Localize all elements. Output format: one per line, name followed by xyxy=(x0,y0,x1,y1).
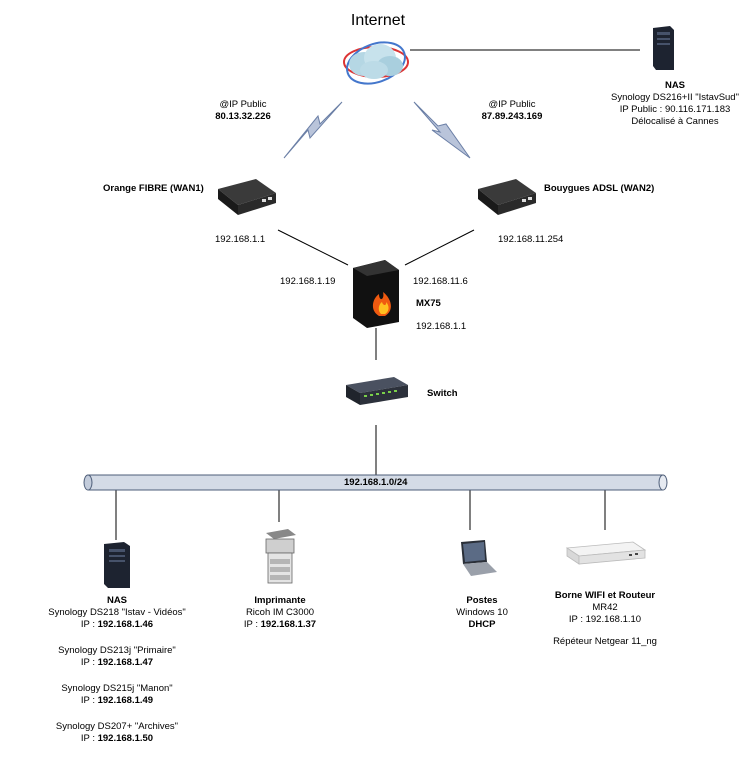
printer-icon xyxy=(265,529,296,584)
printer-ip: 192.168.1.37 xyxy=(260,619,317,630)
nas-entry-ip: 192.168.1.46 xyxy=(97,619,154,630)
firewall-name: MX75 xyxy=(416,298,441,309)
nas-entry-ip-line: IP : 192.168.1.49 xyxy=(48,695,186,707)
wan1-public-ip-info: @IP Public 80.13.32.226 xyxy=(215,99,270,123)
workstations-info: Postes Windows 10 DHCP xyxy=(456,595,508,631)
wan2-modem-icon xyxy=(478,179,536,215)
bus-label: 192.168.1.0/24 xyxy=(344,477,408,488)
internet-label: Internet xyxy=(350,12,406,29)
remote-nas-info: NAS Synology DS216+II "IstavSud" IP Publ… xyxy=(611,80,739,128)
wan1-modem-icon xyxy=(218,179,276,215)
wan2-lan-ip: 192.168.11.254 xyxy=(498,234,564,245)
wifi-repeater: Répéteur Netgear 11_ng xyxy=(553,636,657,647)
nas-entry-ip-prefix: IP : xyxy=(80,733,98,744)
switch-icon xyxy=(346,377,408,405)
wan1-lan-ip: 192.168.1.1 xyxy=(215,234,266,245)
nas-entry-ip-line: IP : 192.168.1.50 xyxy=(48,733,186,745)
nas-entry-ip: 192.168.1.47 xyxy=(97,657,154,668)
nas-entry-ip-prefix: IP : xyxy=(80,619,98,630)
wan2-mx-side-ip: 192.168.11.6 xyxy=(413,276,468,287)
firewall-icon xyxy=(353,260,399,328)
wan1-firewall-link xyxy=(277,229,349,266)
remote-nas-model: Synology DS216+II "IstavSud" xyxy=(611,92,739,103)
printer-info: Imprimante Ricoh IM C3000 IP : 192.168.1… xyxy=(244,595,316,631)
workstations-mode: DHCP xyxy=(468,619,496,630)
wan2-firewall-link xyxy=(404,229,475,266)
remote-nas-title: NAS xyxy=(664,80,686,91)
remote-nas-server-icon xyxy=(653,26,674,70)
wan1-public-label: @IP Public xyxy=(219,99,267,110)
wan2-name: Bouygues ADSL (WAN2) xyxy=(544,183,655,194)
wifi-model: MR42 xyxy=(592,602,618,613)
nas-entry-ip-line: IP : 192.168.1.46 xyxy=(48,619,186,631)
printer-ip-line: IP : 192.168.1.37 xyxy=(244,619,316,631)
nas-entry-ip-prefix: IP : xyxy=(80,695,98,706)
nas-entry-model: Synology DS213j "Primaire" xyxy=(58,645,176,656)
nas-entry-model: Synology DS218 "Istav - Vidéos" xyxy=(48,607,186,618)
local-nas-server-icon xyxy=(104,542,130,588)
nas-entry-model: Synology DS215j "Manon" xyxy=(61,683,173,694)
wan2-public-ip: 87.89.243.169 xyxy=(481,111,543,122)
nas-entry-model: Synology DS207+ "Archives" xyxy=(55,721,179,732)
workstations-title: Postes xyxy=(466,595,498,606)
nas-entry-ip-prefix: IP : xyxy=(80,657,98,668)
wan1-lightning-icon xyxy=(283,101,343,159)
remote-nas-location: Délocalisé à Cannes xyxy=(631,116,719,127)
local-nas-title: NAS xyxy=(106,595,128,606)
nas-entry-ip: 192.168.1.49 xyxy=(97,695,154,706)
internet-cloud-icon xyxy=(343,41,409,85)
wan1-mx-side-ip: 192.168.1.19 xyxy=(280,276,336,287)
printer-ip-prefix: IP : xyxy=(243,619,261,630)
wifi-title: Borne WIFI et Routeur xyxy=(554,590,656,601)
firewall-lan-ip: 192.168.1.1 xyxy=(416,321,467,332)
wifi-ip: IP : 192.168.1.10 xyxy=(568,614,642,625)
wan2-public-ip-info: @IP Public 87.89.243.169 xyxy=(482,99,543,123)
wan1-name: Orange FIBRE (WAN1) xyxy=(103,183,204,194)
remote-nas-ip: IP Public : 90.116.171.183 xyxy=(619,104,731,115)
wifi-access-point-icon xyxy=(565,541,647,565)
nas-entry-ip-line: IP : 192.168.1.47 xyxy=(48,657,186,669)
laptop-icon xyxy=(461,540,497,576)
printer-title: Imprimante xyxy=(254,595,306,606)
wan1-public-ip: 80.13.32.226 xyxy=(215,111,271,122)
wan2-public-label: @IP Public xyxy=(488,99,536,110)
printer-model: Ricoh IM C3000 xyxy=(245,607,315,618)
wan2-lightning-icon xyxy=(413,101,471,159)
nas-entry-ip: 192.168.1.50 xyxy=(97,733,154,744)
lan-bus xyxy=(83,474,668,491)
switch-name: Switch xyxy=(427,388,458,399)
workstations-os: Windows 10 xyxy=(456,607,508,618)
local-nas-info: NAS Synology DS218 "Istav - Vidéos" IP :… xyxy=(48,595,186,745)
wifi-info: Borne WIFI et Routeur MR42 IP : 192.168.… xyxy=(553,590,657,648)
